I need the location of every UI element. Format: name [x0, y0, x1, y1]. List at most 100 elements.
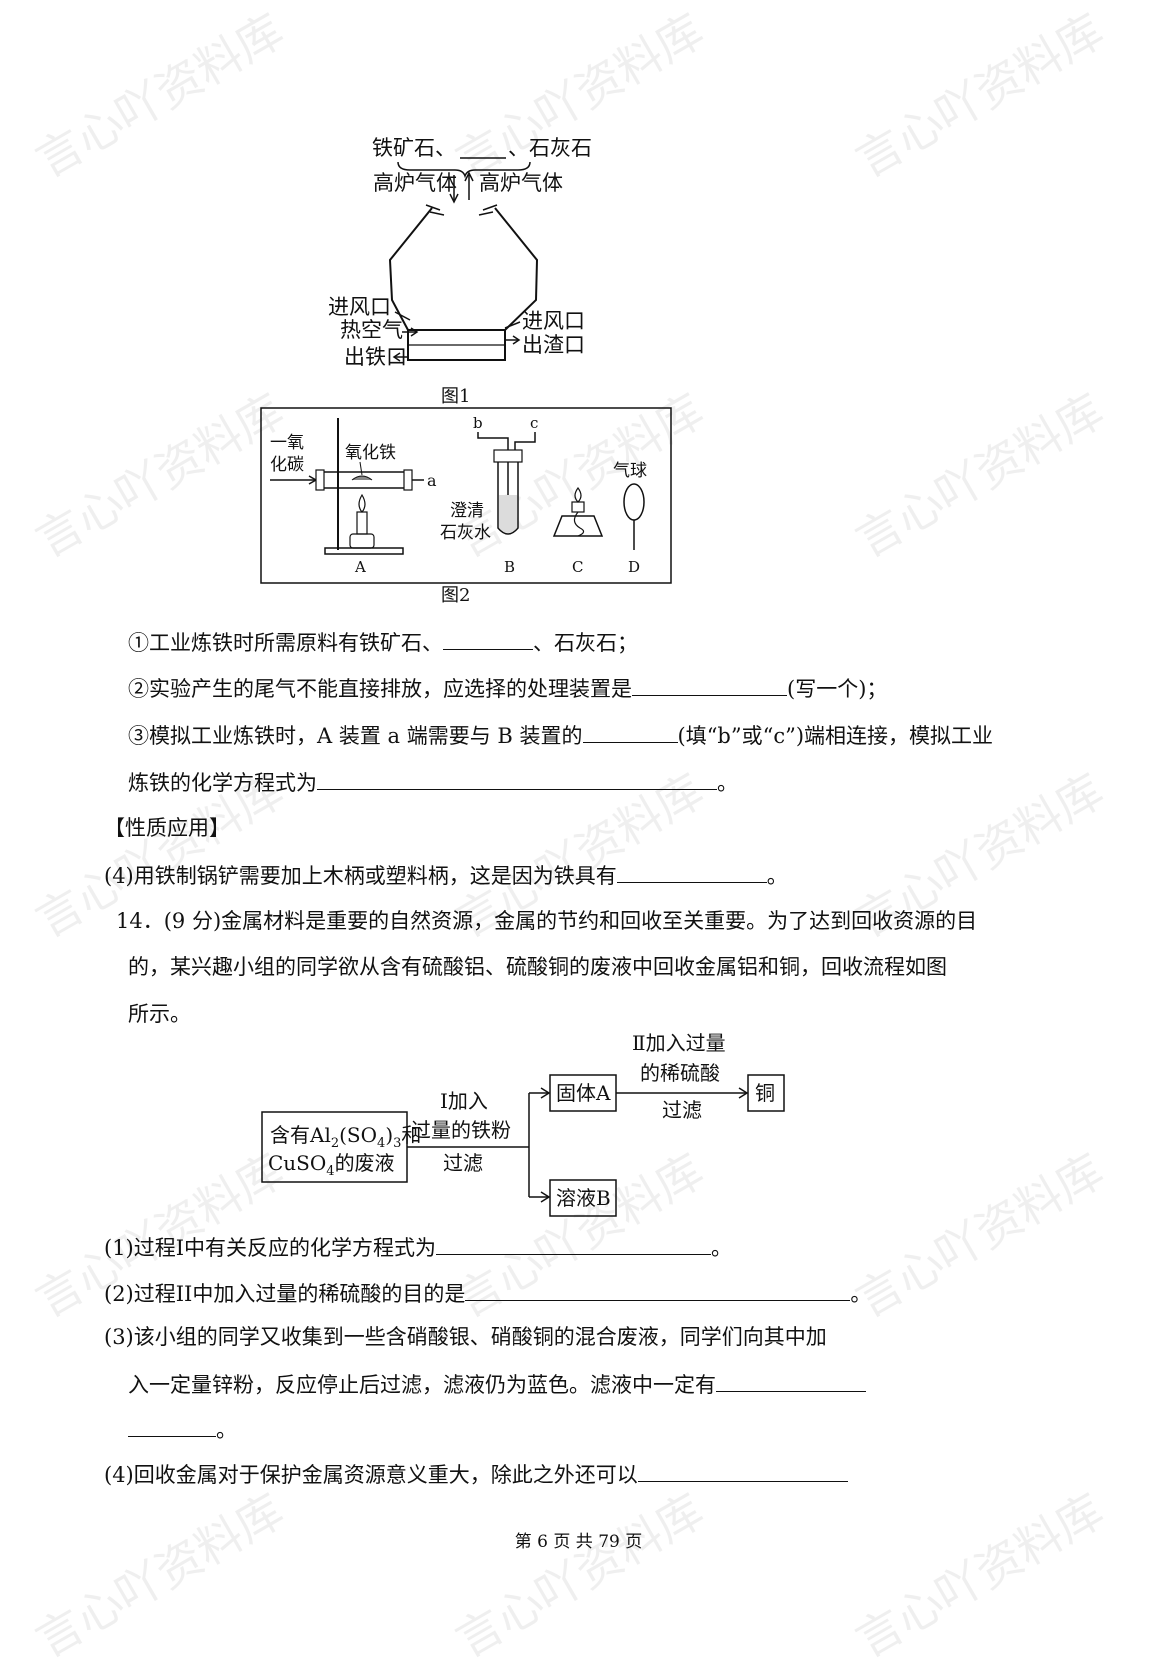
fig2-co-label-line2: 化碳 [270, 455, 304, 475]
fig2-label-c: C [572, 558, 583, 576]
fig2-co-label-line1: 一氧 [270, 433, 304, 453]
flow-copper-label: 铜 [755, 1081, 775, 1105]
fig2-balloon-label: 气球 [613, 461, 647, 481]
text: 、石灰石； [533, 631, 638, 655]
text: 。 [717, 771, 738, 795]
fig1-caption: 图1 [441, 386, 470, 407]
q14-part2: (2)过程II中加入过量的稀硫酸的目的是 。 [104, 1278, 871, 1308]
text: 。 [850, 1282, 872, 1306]
fig2-lamp-cap [571, 501, 585, 513]
text: (填“b”或“c”)端相连接，模拟工业 [677, 724, 994, 748]
text: 。 [711, 1236, 733, 1260]
q13-line4: 炼铁的化学方程式为。 [128, 767, 738, 797]
watermark: 言心吖资料库 [26, 1483, 293, 1668]
q13-section-heading: 【性质应用】 [104, 814, 230, 842]
answer-blank[interactable] [637, 1459, 848, 1482]
fig1-inlet-right-arrow [504, 321, 521, 329]
fig2-port-b-label: b [473, 414, 483, 432]
fig1-arrowhead [464, 171, 474, 182]
answer-blank[interactable] [582, 720, 678, 743]
watermark: 言心吖资料库 [846, 1483, 1113, 1668]
fig1-brace [397, 161, 531, 179]
fig2-test-tube [497, 462, 519, 535]
fig2-pipe-b [477, 432, 509, 520]
text: (1)过程I中有关反应的化学方程式为 [104, 1236, 437, 1260]
q14-part1: (1)过程I中有关反应的化学方程式为 。 [104, 1232, 732, 1262]
flow-step1-label-line1: Ⅰ加入 [440, 1089, 488, 1113]
fig2-flame [358, 493, 366, 513]
watermark: 言心吖资料库 [446, 1483, 713, 1668]
answer-blank[interactable] [465, 1278, 851, 1301]
fig2-burner-base [349, 533, 375, 549]
text: 入一定量锌粉，反应停止后过滤，滤液仍为蓝色。滤液中一定有 [128, 1373, 716, 1397]
text: ②实验产生的尾气不能直接排放，应选择的处理装置是 [128, 677, 632, 701]
fig2-limewater [499, 495, 517, 533]
q13-line2: ②实验产生的尾气不能直接排放，应选择的处理装置是 (写一个)； [128, 673, 887, 703]
answer-blank[interactable] [632, 673, 787, 696]
flow-start-line1: 含有Al2(SO4)3和 [270, 1123, 421, 1151]
fig1-left-pipe [425, 204, 445, 216]
answer-blank[interactable] [443, 627, 533, 650]
fig2-limewater-label-line2: 石灰水 [440, 523, 491, 543]
text: (4)用铁制锅铲需要加上木柄或塑料柄，这是因为铁具有 [104, 864, 617, 888]
fig1-inlet-right-label: 进风口 [522, 309, 585, 333]
answer-blank[interactable] [436, 1232, 712, 1255]
flow-start-line2: CuSO4的废液 [268, 1151, 395, 1179]
answer-blank[interactable] [616, 860, 767, 883]
fig2-frame [260, 407, 672, 584]
text: (4)回收金属对于保护金属资源意义重大，除此之外还可以 [104, 1463, 638, 1487]
q14-intro-line3: 所示。 [128, 1000, 191, 1028]
fig2-lamp-wick [573, 511, 585, 537]
answer-blank[interactable] [716, 1369, 866, 1392]
q14-part4: (4)回收金属对于保护金属资源意义重大，除此之外还可以 [104, 1459, 848, 1489]
flow-solid-a-label: 固体A [556, 1081, 611, 1105]
fig2-tube-stopper-right [403, 469, 413, 491]
flow-step2-label-line3: 过滤 [662, 1098, 702, 1122]
q14-intro-line2: 的，某兴趣小组的同学欲从含有硫酸铝、硫酸铜的废液中回收金属铝和铜，回收流程如图 [128, 953, 947, 981]
fig1-arrowhead [410, 327, 419, 337]
flow-solution-b-label: 溶液B [556, 1186, 611, 1210]
fig2-iron-oxide-pointer [359, 461, 363, 476]
fig2-burner-tube [356, 511, 368, 535]
recovery-flow-diagram: 含有Al2(SO4)3和 CuSO4的废液 Ⅰ加入 过量的铁粉 过滤 固体A 溶… [261, 1031, 785, 1217]
text: 。 [216, 1418, 237, 1442]
fig1-right-pipe [478, 204, 498, 216]
fig2-tube-stopper-left [315, 469, 325, 491]
fig1-inlet-left-arrow [394, 311, 411, 321]
answer-blank[interactable] [128, 1414, 216, 1437]
fig1-arrowhead [392, 352, 401, 362]
fig2-port-a-label: a [427, 471, 437, 490]
text: 的，某兴趣小组的同学欲从含有硫酸铝、硫酸铜的废液中回收金属铝和铜，回收流程如图 [128, 955, 947, 979]
text: 14．(9 分)金属材料是重要的自然资源，金属的节约和回收至关重要。为了达到回收… [116, 909, 978, 933]
flow-arrowhead [540, 1087, 551, 1099]
fig2-test-tube-stopper [493, 449, 523, 463]
text: (2)过程II中加入过量的稀硫酸的目的是 [104, 1282, 466, 1306]
fig2-balloon [623, 483, 645, 521]
text: ①工业炼铁时所需原料有铁矿石、 [128, 631, 443, 655]
fig1-top-right-label: 、石灰石 [508, 136, 592, 160]
flow-arrowhead [540, 1191, 551, 1203]
q13-line1: ①工业炼铁时所需原料有铁矿石、 、石灰石； [128, 627, 638, 657]
q13-line5: (4)用铁制锅铲需要加上木柄或塑料柄，这是因为铁具有。 [104, 860, 788, 890]
fig2-limewater-label-line1: 澄清 [450, 501, 484, 521]
fig2-label-d: D [628, 558, 640, 576]
fig1-gas-left-label: 高炉气体 [373, 171, 457, 195]
fig1-hot-air-label: 热空气 [340, 318, 403, 342]
q14-part3-line2: 入一定量锌粉，反应停止后过滤，滤液仍为蓝色。滤液中一定有 [128, 1369, 866, 1399]
fig1-inlet-left-label: 进风口 [328, 295, 391, 319]
fig1-slag-outlet-label: 出渣口 [522, 333, 585, 357]
flow-arrowhead [738, 1087, 749, 1099]
flow-step2-label-line2: 的稀硫酸 [640, 1061, 720, 1085]
q14-intro-line1: 14．(9 分)金属材料是重要的自然资源，金属的节约和回收至关重要。为了达到回收… [116, 907, 977, 935]
fig1-arrowhead [512, 335, 521, 345]
flow-step1-label-line2: 过量的铁粉 [411, 1118, 511, 1142]
fig2-caption: 图2 [441, 585, 470, 605]
fig2-lamp-flame [574, 486, 582, 503]
fig1-gas-right-label: 高炉气体 [479, 171, 563, 195]
fig2-stand-base [324, 547, 404, 555]
flow-step1-label-line3: 过滤 [443, 1151, 483, 1175]
answer-blank[interactable] [317, 767, 717, 790]
text: (写一个)； [787, 677, 888, 701]
flow-step2-label-line1: Ⅱ加入过量 [632, 1031, 726, 1055]
fig2-alcohol-lamp [552, 515, 604, 537]
